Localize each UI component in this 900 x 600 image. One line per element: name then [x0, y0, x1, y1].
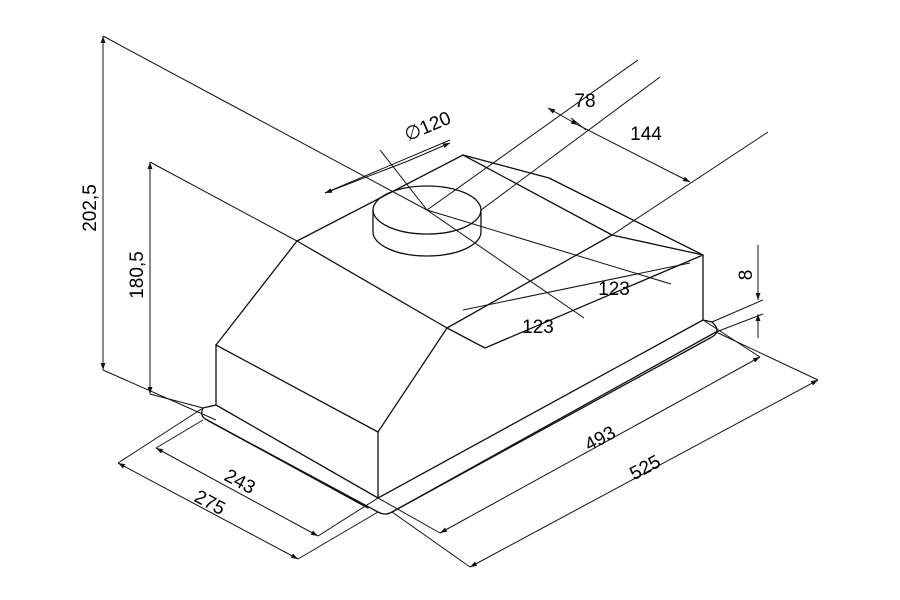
top-face	[296, 154, 613, 329]
dim-inner-depth: 243	[221, 465, 259, 498]
dim-inner-offset-a: 123	[598, 279, 630, 300]
dim-flange-thickness: 8	[736, 270, 757, 281]
top-recess	[446, 254, 704, 349]
dim-body-height: 180,5	[127, 251, 148, 299]
flange-left-corner	[202, 404, 217, 409]
base-flange-right	[391, 331, 717, 513]
dim-duct-offset: 78	[574, 91, 595, 112]
dim-inner-offset-b: 123	[522, 317, 554, 338]
dim-inner-width: 493	[581, 422, 619, 455]
front-slope-center	[377, 327, 448, 433]
dimension-labels: 202,5 180,5 ∅120 78 144 123 123 8 493 52…	[80, 91, 757, 520]
right-top-slope	[462, 154, 704, 256]
base-flange	[201, 321, 718, 515]
dimension-lines	[100, 35, 819, 568]
base-flange-inner	[206, 419, 369, 509]
front-top-edge	[215, 344, 379, 433]
dim-overall-height: 202,5	[80, 184, 101, 232]
front-slope-left	[215, 240, 298, 346]
flange-right-corner	[702, 319, 713, 323]
dim-duct-diameter: ∅120	[402, 108, 455, 146]
dim-outer-depth: 275	[191, 486, 229, 519]
duct-collar-side	[372, 209, 482, 257]
dim-duct-depth-offset: 144	[630, 124, 662, 145]
